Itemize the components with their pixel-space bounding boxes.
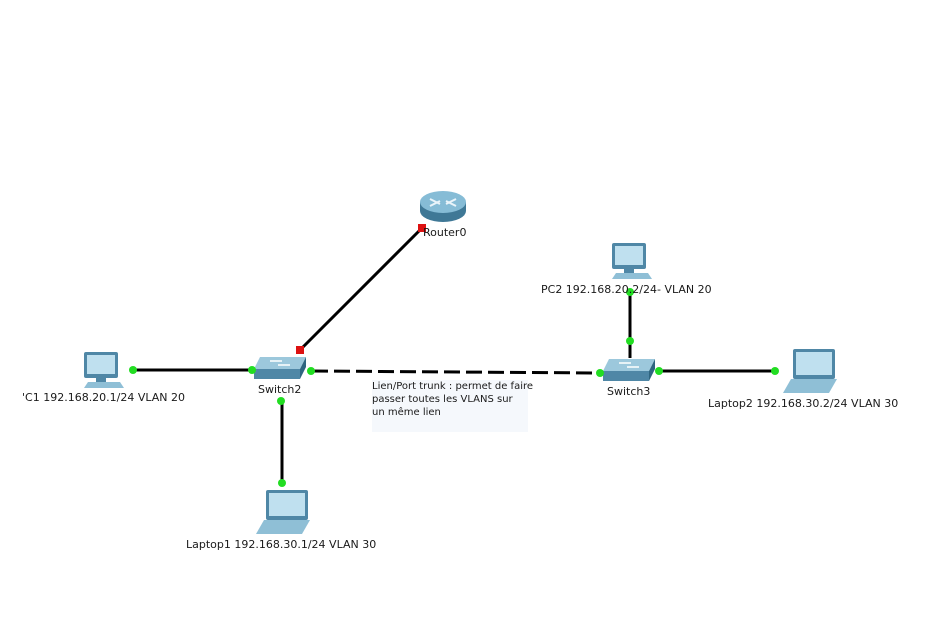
trunk-note-line: un même lien (372, 407, 441, 418)
switch3-label: Switch3 (607, 385, 651, 398)
pc2-label: PC2 192.168.20.2/24- VLAN 20 (541, 283, 712, 296)
links (133, 226, 775, 483)
pc1-label: 'C1 192.168.20.1/24 VLAN 20 (22, 391, 186, 404)
port-up-indicator (248, 366, 256, 374)
port-up-indicator (278, 479, 286, 487)
trunk-note-line: passer toutes les VLANS sur (372, 394, 513, 405)
port-up-indicator (626, 337, 634, 345)
router-label: Router0 (423, 226, 467, 239)
laptop1-label: Laptop1 192.168.30.1/24 VLAN 30 (186, 538, 377, 551)
port-up-indicator (307, 367, 315, 375)
laptop2-label: Laptop2 192.168.30.2/24 VLAN 30 (708, 397, 899, 410)
switch-icon[interactable] (603, 359, 655, 381)
trunk-note: Lien/Port trunk : permet de faire passer… (372, 380, 534, 432)
port-up-indicator (277, 397, 285, 405)
laptop-icon[interactable] (783, 349, 837, 393)
link-trunk-switch2-switch3 (311, 369, 601, 375)
port-up-indicator (596, 369, 604, 377)
port-down-indicator (418, 224, 426, 232)
link-router-switch2 (298, 226, 424, 352)
port-up-indicator (655, 367, 663, 375)
desktop-pc-icon[interactable] (612, 243, 652, 279)
laptop-icon[interactable] (256, 490, 310, 534)
port-up-indicator (626, 288, 634, 296)
port-down-indicator (296, 346, 304, 354)
port-up-indicator (129, 366, 137, 374)
switch2-label: Switch2 (258, 383, 302, 396)
router-icon[interactable] (420, 191, 466, 222)
switch-icon[interactable] (254, 357, 306, 379)
desktop-pc-icon[interactable] (84, 352, 124, 388)
port-indicators (129, 224, 779, 487)
port-up-indicator (771, 367, 779, 375)
trunk-note-line: Lien/Port trunk : permet de faire (372, 381, 534, 392)
